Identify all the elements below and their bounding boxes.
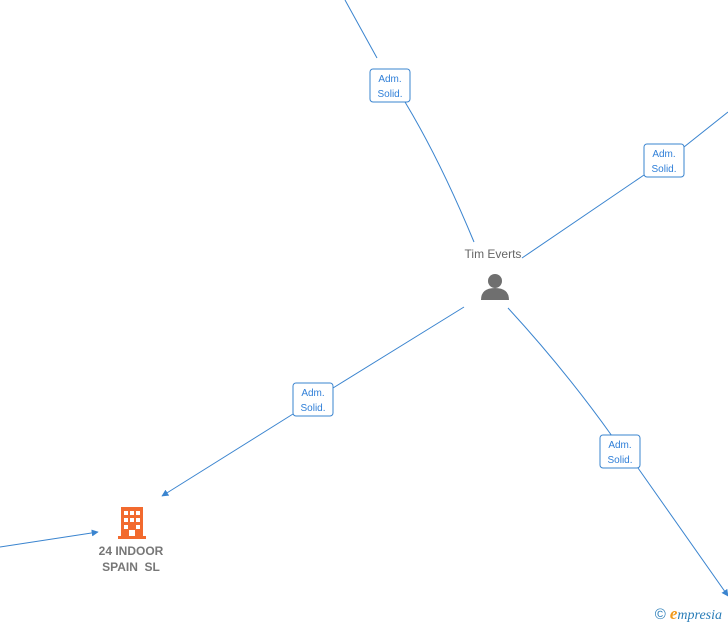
edge-label-line1: Adm. (608, 440, 631, 451)
edge-label-line2: Solid. (377, 89, 402, 100)
building-icon (118, 507, 146, 539)
edge-label-top[interactable]: Adm. Solid. (369, 68, 411, 103)
edge-label-line2: Solid. (300, 403, 325, 414)
edge-line-top (344, 0, 475, 243)
edge-label-line1: Adm. (652, 149, 675, 160)
copyright-icon: © (654, 605, 666, 623)
edge-line-to-company (162, 306, 465, 496)
company-name-line2: SPAIN SL (102, 560, 160, 574)
edge-line-left-incoming (0, 529, 99, 548)
person-name: Tim Everts (465, 247, 522, 261)
company-node[interactable]: 24 INDOOR SPAIN SL (99, 507, 164, 574)
edge-label-bottom-right[interactable]: Adm. Solid. (599, 434, 641, 469)
person-node[interactable]: Tim Everts (465, 247, 522, 300)
person-icon (481, 274, 509, 300)
edge-label-line2: Solid. (651, 164, 676, 175)
edge-label-left[interactable]: Adm. Solid. (292, 382, 334, 417)
edge-label-line1: Adm. (378, 74, 401, 85)
edge-label-line1: Adm. (301, 388, 324, 399)
brand-initial: e (669, 604, 678, 623)
brand-logo: empresia (670, 604, 722, 624)
company-name-line1: 24 INDOOR (99, 544, 164, 558)
empresia-watermark: © empresia (655, 604, 722, 624)
edge-line-bottom-right (507, 307, 728, 596)
edge-label-right[interactable]: Adm. Solid. (643, 143, 685, 178)
brand-rest: mpresia (677, 608, 722, 623)
edge-label-line2: Solid. (607, 455, 632, 466)
edge-line-right (521, 111, 728, 259)
